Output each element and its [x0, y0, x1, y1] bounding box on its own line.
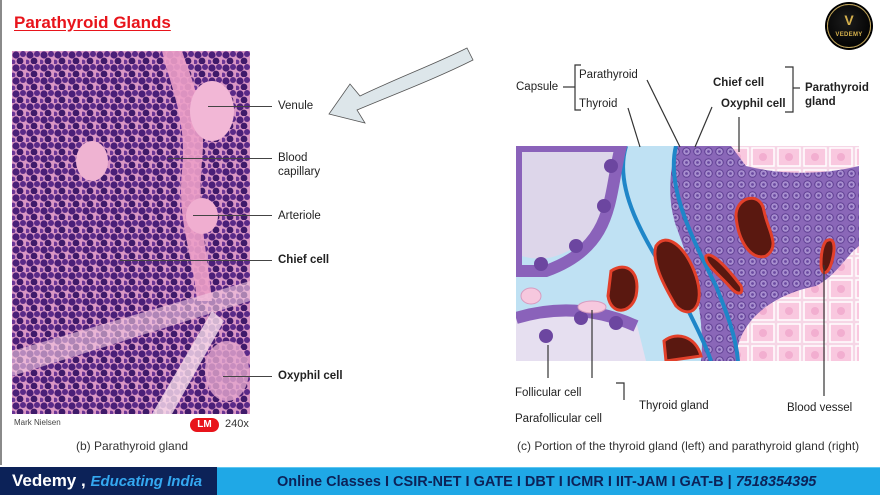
label-thyroid-gland: Thyroid gland: [639, 400, 709, 412]
capillary-leader: [168, 158, 272, 159]
footer-courses-panel: Online Classes I CSIR-NET I GATE I DBT I…: [217, 467, 880, 495]
vedemy-logo-icon: V VEDEMY: [827, 4, 871, 48]
left-border: [0, 0, 2, 465]
label-capsule: Capsule: [516, 81, 559, 93]
caption-c: (c) Portion of the thyroid gland (left) …: [517, 439, 860, 453]
caption-b: (b) Parathyroid gland: [76, 439, 189, 453]
label-blood-vessel: Blood vessel: [787, 402, 853, 414]
phone-number: 7518354395: [735, 474, 817, 490]
logo-glyph: V: [844, 12, 854, 28]
page-title: Parathyroid Glands: [14, 13, 171, 32]
label-venule: Venule: [278, 100, 314, 112]
footer-courses: Online Classes I CSIR-NET I GATE I DBT I…: [277, 474, 816, 490]
thyroid-parathyroid-illustration: [516, 146, 859, 361]
brand-separator: ,: [76, 471, 91, 490]
brand-tagline: Educating India: [90, 473, 203, 490]
brand-name: Vedemy: [12, 471, 77, 490]
label-oxyphil-cell-illus: Oxyphil cell: [721, 98, 786, 110]
photo-credit: Mark Nielsen: [14, 418, 61, 427]
arteriole-leader: [193, 215, 272, 216]
footer-brand: Vedemy , Educating India: [12, 471, 202, 491]
label-follicular-cell: Follicular cell: [515, 387, 582, 399]
label-thyroid-capsule: Thyroid: [579, 98, 618, 110]
label-parathyroid-gland-2: gland: [805, 96, 836, 108]
illustration-leaders: [547, 64, 825, 400]
label-chief-cell-illus: Chief cell: [713, 77, 765, 89]
label-parathyroid-gland-1: Parathyroid: [805, 82, 869, 94]
lm-badge: LM: [190, 418, 219, 432]
label-oxyphil-cell: Oxyphil cell: [278, 370, 343, 382]
curved-arrow-icon: [328, 47, 474, 124]
venule-leader: [208, 106, 272, 107]
label-arteriole: Arteriole: [278, 210, 321, 222]
label-chief-cell: Chief cell: [278, 254, 330, 266]
label-blood-capillary-2: capillary: [278, 166, 321, 178]
oxyphil-leader: [223, 376, 272, 377]
label-blood-capillary-1: Blood: [278, 152, 308, 164]
footer-brand-panel: Vedemy , Educating India: [0, 467, 217, 495]
magnification: 240x: [225, 418, 249, 430]
logo-name: VEDEMY: [835, 32, 863, 38]
label-parathyroid-capsule: Parathyroid: [579, 69, 638, 81]
courses-list: Online Classes I CSIR-NET I GATE I DBT I…: [277, 474, 736, 490]
label-parafollicular-cell: Parafollicular cell: [515, 413, 602, 425]
chief-cell-leader: [120, 260, 272, 261]
footer-banner: Vedemy , Educating India Online Classes …: [0, 467, 880, 495]
parathyroid-micrograph: [12, 51, 250, 414]
